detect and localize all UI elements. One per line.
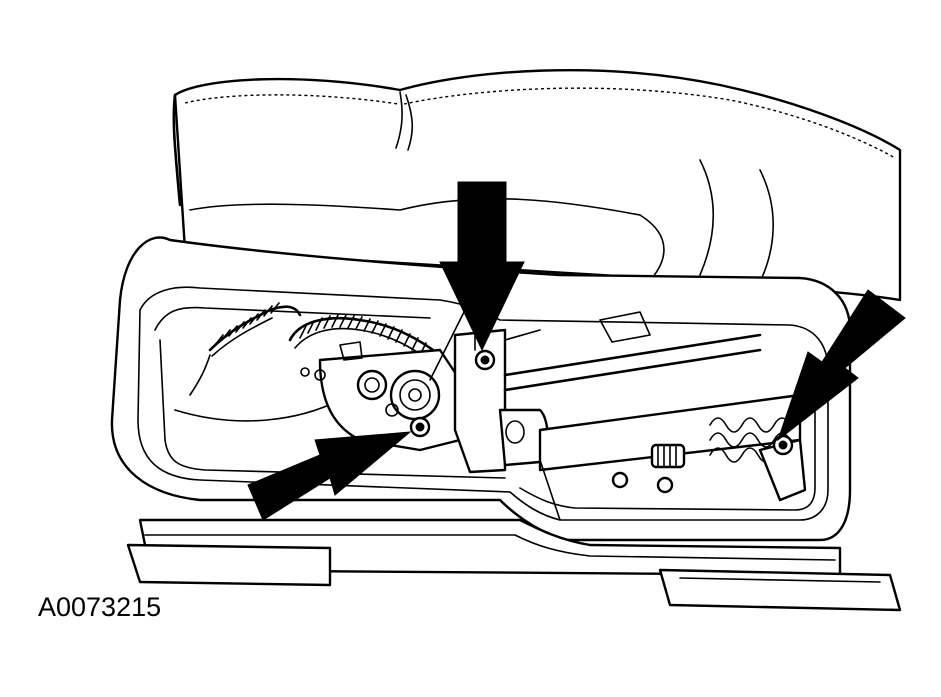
callout-arrow-top-center bbox=[439, 181, 525, 352]
harness-coil-left bbox=[214, 302, 280, 346]
wiring-harness bbox=[174, 302, 442, 422]
callout-arrow-leader bbox=[429, 299, 471, 381]
harness-coil-right bbox=[299, 314, 427, 356]
seat-track bbox=[498, 311, 802, 521]
bolt-head-bracket bbox=[474, 349, 496, 371]
figure-reference-code: A0073215 bbox=[38, 592, 162, 622]
callout-arrow-lower-left bbox=[247, 431, 412, 521]
bolt-head-motor bbox=[409, 416, 431, 438]
tension-spring bbox=[650, 417, 807, 502]
bolt-head-rear bbox=[772, 434, 794, 456]
callout-arrow-right bbox=[776, 289, 906, 442]
seat-track-base bbox=[126, 518, 902, 612]
